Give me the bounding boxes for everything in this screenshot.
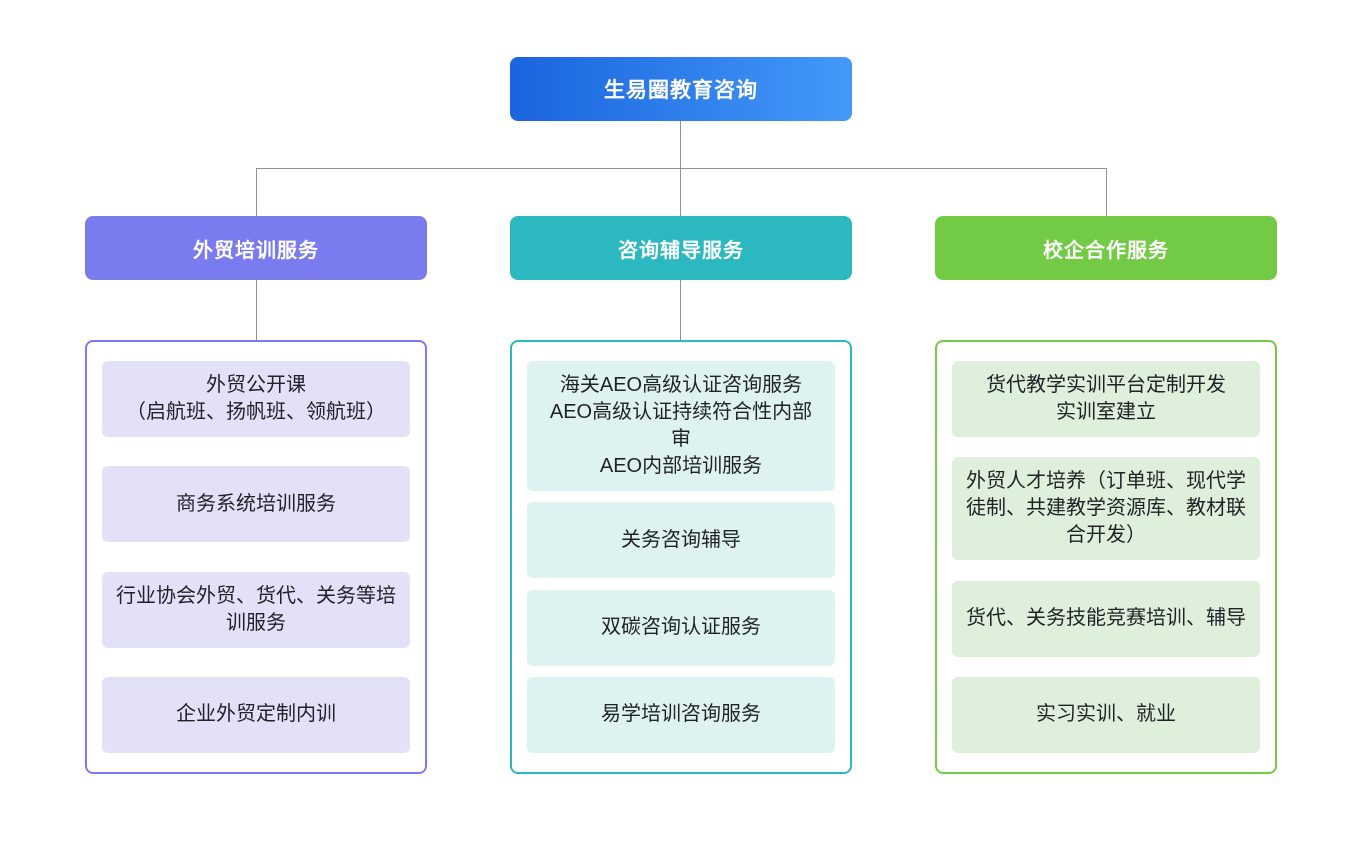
branch-node-school-enterprise: 校企合作服务 (935, 216, 1277, 280)
connector-middle-header-to-panel (680, 280, 681, 340)
panel-consulting: 海关AEO高级认证咨询服务 AEO高级认证持续符合性内部审 AEO内部培训服务 … (510, 340, 852, 774)
branch-column-trade-training: 外贸培训服务 外贸公开课 （启航班、扬帆班、领航班） 商务系统培训服务 行业协会… (85, 216, 427, 774)
service-item-enterprise-custom-training: 企业外贸定制内训 (102, 676, 410, 753)
root-node-company: 生易圈教育咨询 (510, 57, 852, 121)
branch-node-label: 外贸培训服务 (193, 239, 319, 262)
branch-node-label: 咨询辅导服务 (618, 239, 744, 262)
service-item-business-system-training: 商务系统培训服务 (102, 466, 410, 543)
service-item-aeo-certification: 海关AEO高级认证咨询服务 AEO高级认证持续符合性内部审 AEO内部培训服务 (527, 361, 835, 491)
connector-drop-right (1106, 168, 1107, 216)
connector-drop-middle (680, 168, 681, 216)
connector-horizontal-rail (256, 168, 1107, 169)
service-item-public-course: 外贸公开课 （启航班、扬帆班、领航班） (102, 361, 410, 437)
branch-column-school-enterprise: 校企合作服务 货代教学实训平台定制开发 实训室建立 外贸人才培养（订单班、现代学… (935, 216, 1277, 774)
branch-column-consulting: 咨询辅导服务 海关AEO高级认证咨询服务 AEO高级认证持续符合性内部审 AEO… (510, 216, 852, 774)
service-item-internship-employment: 实习实训、就业 (952, 676, 1260, 753)
panel-school-enterprise: 货代教学实训平台定制开发 实训室建立 外贸人才培养（订单班、现代学徒制、共建教学… (935, 340, 1277, 774)
branch-node-trade-training: 外贸培训服务 (85, 216, 427, 280)
service-item-training-platform: 货代教学实训平台定制开发 实训室建立 (952, 361, 1260, 437)
service-item-skill-competition: 货代、关务技能竞赛培训、辅导 (952, 580, 1260, 657)
service-item-dual-carbon: 双碳咨询认证服务 (527, 589, 835, 666)
panel-trade-training: 外贸公开课 （启航班、扬帆班、领航班） 商务系统培训服务 行业协会外贸、货代、关… (85, 340, 427, 774)
branch-node-label: 校企合作服务 (1043, 239, 1169, 262)
connector-drop-left (256, 168, 257, 216)
service-item-association-training: 行业协会外贸、货代、关务等培训服务 (102, 571, 410, 648)
service-item-customs-consulting: 关务咨询辅导 (527, 502, 835, 579)
root-node-label: 生易圈教育咨询 (604, 79, 758, 102)
branch-node-consulting: 咨询辅导服务 (510, 216, 852, 280)
connector-root-stem (680, 121, 681, 168)
connector-left-header-to-panel (256, 280, 257, 340)
service-item-yixue-training: 易学培训咨询服务 (527, 676, 835, 753)
service-item-talent-cultivation: 外贸人才培养（订单班、现代学徒制、共建教学资源库、教材联合开发） (952, 457, 1260, 561)
